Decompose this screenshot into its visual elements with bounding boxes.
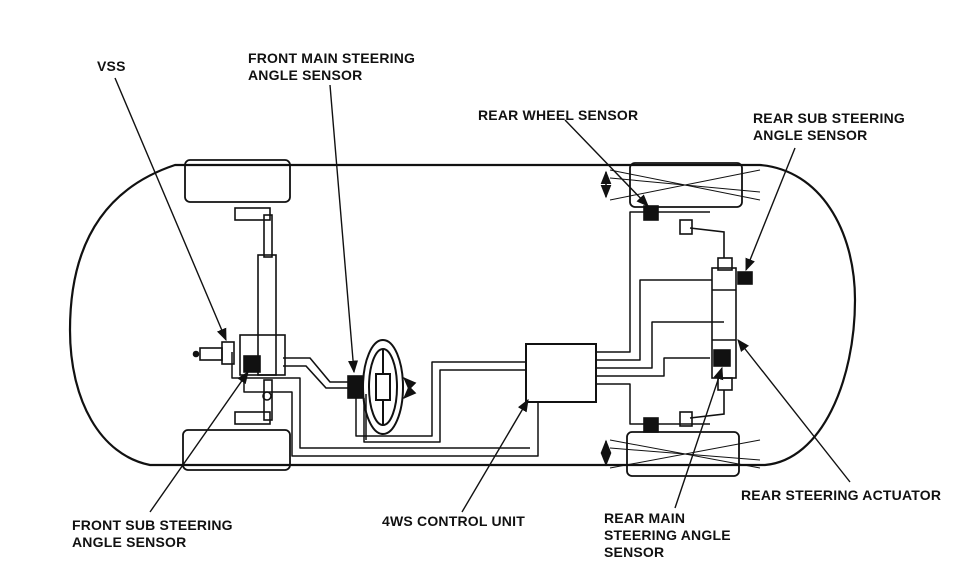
- label-rear-main-line1: REAR MAIN: [604, 510, 686, 526]
- vss-leader: [114, 77, 227, 342]
- steering-wheel: [362, 339, 404, 435]
- rear-main-leader: [674, 366, 724, 509]
- label-vss: VSS: [97, 58, 126, 74]
- rear-sub-sensor: [737, 271, 753, 285]
- label-front-main-steering-angle-sensor: FRONT MAIN STEERING ANGLE SENSOR: [248, 50, 415, 84]
- rear-wheel-sensor-top: [643, 205, 659, 221]
- label-front-main-line2: ANGLE SENSOR: [248, 67, 363, 83]
- rear-wheel-sensor-bottom: [643, 417, 659, 433]
- front-main-leader: [329, 84, 359, 374]
- rear-actuator-leader: [737, 339, 851, 483]
- label-front-sub-steering-angle-sensor: FRONT SUB STEERING ANGLE SENSOR: [72, 517, 233, 551]
- rear-right-wheel: [626, 431, 740, 477]
- label-rear-wheel-sensor: REAR WHEEL SENSOR: [478, 107, 639, 123]
- rear-sub-leader: [745, 147, 796, 272]
- label-rear-main-steering-angle-sensor: REAR MAIN STEERING ANGLE SENSOR: [604, 510, 731, 561]
- label-front-main-line1: FRONT MAIN STEERING: [248, 50, 416, 66]
- label-rear-main-line3: SENSOR: [604, 544, 665, 560]
- front-sub-sensor: [243, 355, 261, 373]
- label-front-sub-line2: ANGLE SENSOR: [72, 534, 187, 550]
- label-rear-steering-actuator: REAR STEERING ACTUATOR: [741, 487, 942, 503]
- rear-main-sensor: [713, 349, 731, 367]
- label-4ws-control-unit: 4WS CONTROL UNIT: [382, 513, 525, 529]
- front-main-sensor: [347, 375, 363, 399]
- label-front-sub-line1: FRONT SUB STEERING: [72, 517, 233, 533]
- rear-wheel-leader: [564, 119, 649, 207]
- car-body-outline: [68, 163, 857, 467]
- label-rear-sub-line1: REAR SUB STEERING: [753, 110, 905, 126]
- rear-left-wheel: [629, 162, 743, 208]
- front-left-wheel: [184, 159, 291, 203]
- control-unit-box: [525, 343, 597, 403]
- label-rear-main-line2: STEERING ANGLE: [604, 527, 731, 543]
- label-rear-sub-line2: ANGLE SENSOR: [753, 127, 868, 143]
- front-sub-leader: [149, 370, 249, 513]
- control-unit-leader: [461, 398, 529, 513]
- front-right-wheel: [182, 429, 291, 471]
- label-rear-sub-steering-angle-sensor: REAR SUB STEERING ANGLE SENSOR: [753, 110, 905, 144]
